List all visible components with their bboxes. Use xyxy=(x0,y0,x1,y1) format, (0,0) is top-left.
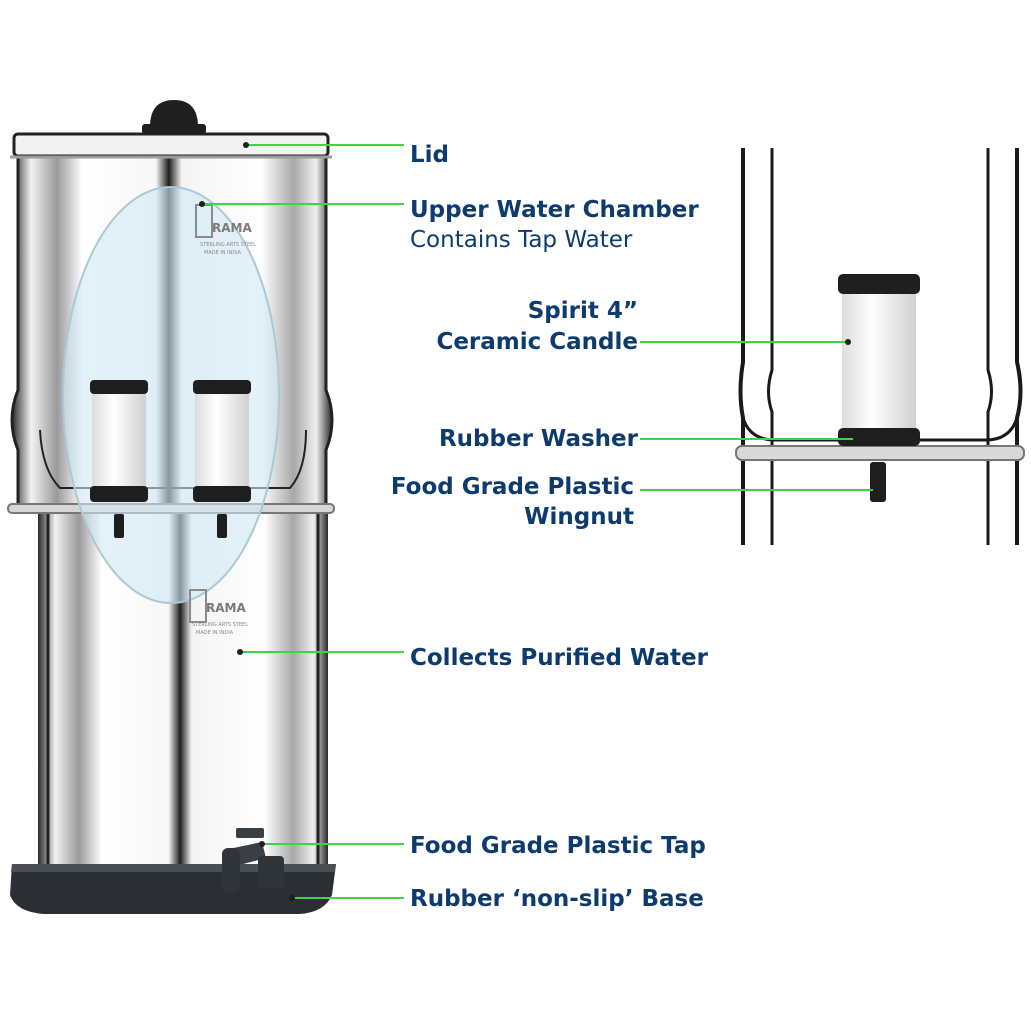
label-base: Rubber ‘non-slip’ Base xyxy=(410,886,704,912)
brand-name-lower: RAMA xyxy=(206,601,246,615)
label-wingnut-line2: Wingnut xyxy=(524,504,634,530)
candle-right xyxy=(193,380,251,538)
detail-view xyxy=(735,148,1025,545)
label-candle-line2: Ceramic Candle xyxy=(436,329,638,355)
brand-line1-lower: STERLING ARTS STEEL xyxy=(192,622,248,628)
rubber-base xyxy=(10,864,336,914)
lid xyxy=(10,100,332,159)
label-tap: Food Grade Plastic Tap xyxy=(410,833,706,859)
brand-name-upper: RAMA xyxy=(212,221,252,235)
label-wingnut-line1: Food Grade Plastic xyxy=(390,474,634,500)
label-washer: Rubber Washer xyxy=(438,426,638,452)
label-upper-chamber-sub: Contains Tap Water xyxy=(410,227,633,253)
brand-line1-upper: STERLING ARTS STEEL xyxy=(200,242,256,248)
label-lid: Lid xyxy=(410,142,450,168)
tap xyxy=(222,828,284,912)
brand-line2-lower: MADE IN INDIA xyxy=(196,630,234,636)
label-purified: Collects Purified Water xyxy=(410,645,708,671)
leader-lines xyxy=(199,142,879,901)
label-candle-line1: Spirit 4” xyxy=(527,298,638,324)
brand-line2-upper: MADE IN INDIA xyxy=(204,250,242,256)
label-upper-chamber: Upper Water Chamber xyxy=(410,197,699,223)
brand-logo-lower: RAMA STERLING ARTS STEEL MADE IN INDIA xyxy=(189,589,248,636)
candle-left xyxy=(90,380,148,538)
